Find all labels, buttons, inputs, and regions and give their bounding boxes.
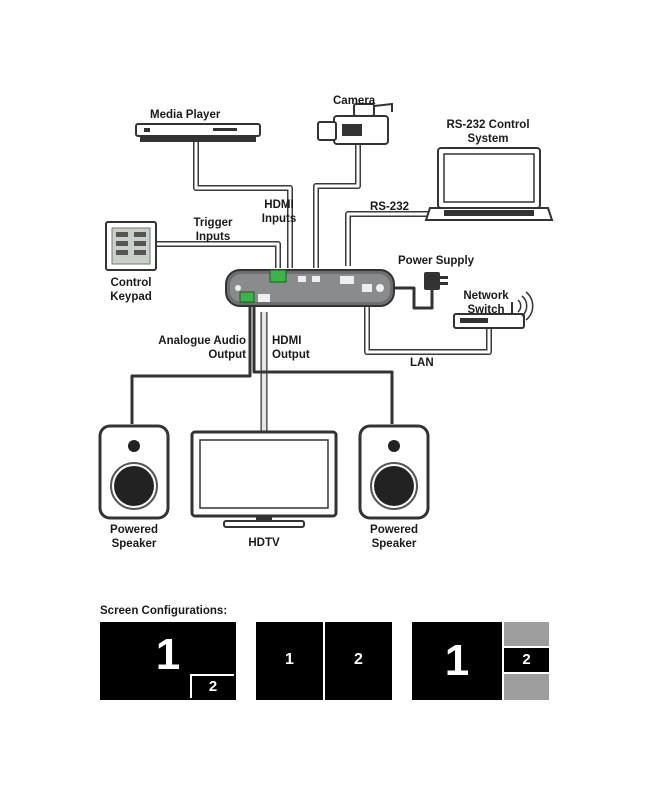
control-keypad-device [105, 221, 157, 271]
power-supply-device [424, 272, 448, 290]
media-player-device [135, 123, 261, 142]
speaker-right-line2: Speaker [371, 538, 417, 550]
config-ms-main: 1 [412, 622, 502, 700]
power-supply-label: Power Supply [398, 255, 475, 267]
trigger-inputs-label: Trigger Inputs [188, 216, 238, 244]
audio-cable-left [130, 300, 252, 424]
camera-label: Camera [333, 95, 376, 107]
config-sbs-left-number: 1 [285, 651, 294, 668]
laptop-device [424, 147, 554, 221]
cables [130, 141, 492, 432]
config-ms-top-gray [504, 622, 549, 646]
config-sbs-left: 1 [256, 622, 323, 700]
hdmi-inputs-line1: HDMI [264, 199, 294, 211]
config-pip-inset-number: 2 [208, 678, 218, 695]
lan-cable [364, 300, 492, 355]
lan-label: LAN [410, 357, 434, 369]
config-ms-bottom-gray [504, 674, 549, 700]
config-ms-middle: 2 [504, 648, 549, 672]
camera-hdmi-cable [313, 142, 361, 268]
audio-cable-right [252, 300, 394, 424]
rs232-cable [345, 211, 432, 266]
camera-device [317, 102, 393, 145]
config-sbs-right: 2 [325, 622, 392, 700]
trigger-inputs-line2: Inputs [195, 231, 231, 243]
screen-config-main-side: 1 2 [412, 622, 549, 700]
screen-config-side-by-side: 1 2 [256, 622, 392, 700]
hdtv-device [190, 430, 338, 528]
config-ms-middle-number: 2 [522, 651, 531, 668]
rs232-control-line1: RS-232 Control [446, 119, 530, 131]
analogue-audio-line1: Analogue Audio [158, 335, 246, 347]
speaker-left-device [98, 424, 170, 520]
rs232-control-line2: System [467, 133, 509, 145]
trigger-inputs-line1: Trigger [193, 217, 233, 229]
hdmi-output-line1: HDMI [272, 335, 302, 347]
hdmi-inputs-label: HDMI Inputs [254, 198, 304, 226]
power-cable [394, 286, 434, 310]
speaker-right-device [358, 424, 430, 520]
control-keypad-line1: Control [110, 277, 152, 289]
config-pip-main-number: 1 [155, 630, 181, 679]
speaker-right-label: Powered Speaker [360, 523, 428, 551]
speaker-right-line1: Powered [370, 524, 418, 536]
hdtv-label: HDTV [248, 537, 280, 549]
network-switch-label: Network Switch [456, 289, 516, 317]
control-keypad-label: Control Keypad [104, 276, 158, 304]
rs232-control-system-label: RS-232 Control System [438, 118, 538, 146]
network-switch-device [453, 291, 534, 329]
network-switch-line1: Network [463, 290, 509, 302]
hdmi-output-label: HDMI Output [272, 334, 310, 362]
media-player-label: Media Player [150, 109, 221, 121]
speaker-left-label: Powered Speaker [100, 523, 168, 551]
screen-config-pip: 1 2 [100, 622, 236, 700]
speaker-left-line2: Speaker [111, 538, 157, 550]
media-player-hdmi-cable [193, 141, 293, 268]
rs232-label: RS-232 [370, 201, 409, 213]
analogue-audio-output-label: Analogue Audio Output [150, 334, 246, 362]
network-switch-line2: Switch [467, 304, 505, 316]
main-device [225, 269, 395, 307]
trigger-cable [156, 241, 281, 268]
config-ms-main-number: 1 [444, 636, 470, 685]
screen-configurations-title: Screen Configurations: [100, 605, 228, 617]
config-pip-inset: 2 [190, 674, 234, 698]
config-sbs-right-number: 2 [354, 651, 363, 668]
analogue-audio-line2: Output [208, 349, 246, 361]
hdmi-inputs-line2: Inputs [261, 213, 297, 225]
hdmi-output-line2: Output [272, 349, 310, 361]
speaker-left-line1: Powered [110, 524, 158, 536]
control-keypad-line2: Keypad [110, 291, 152, 303]
